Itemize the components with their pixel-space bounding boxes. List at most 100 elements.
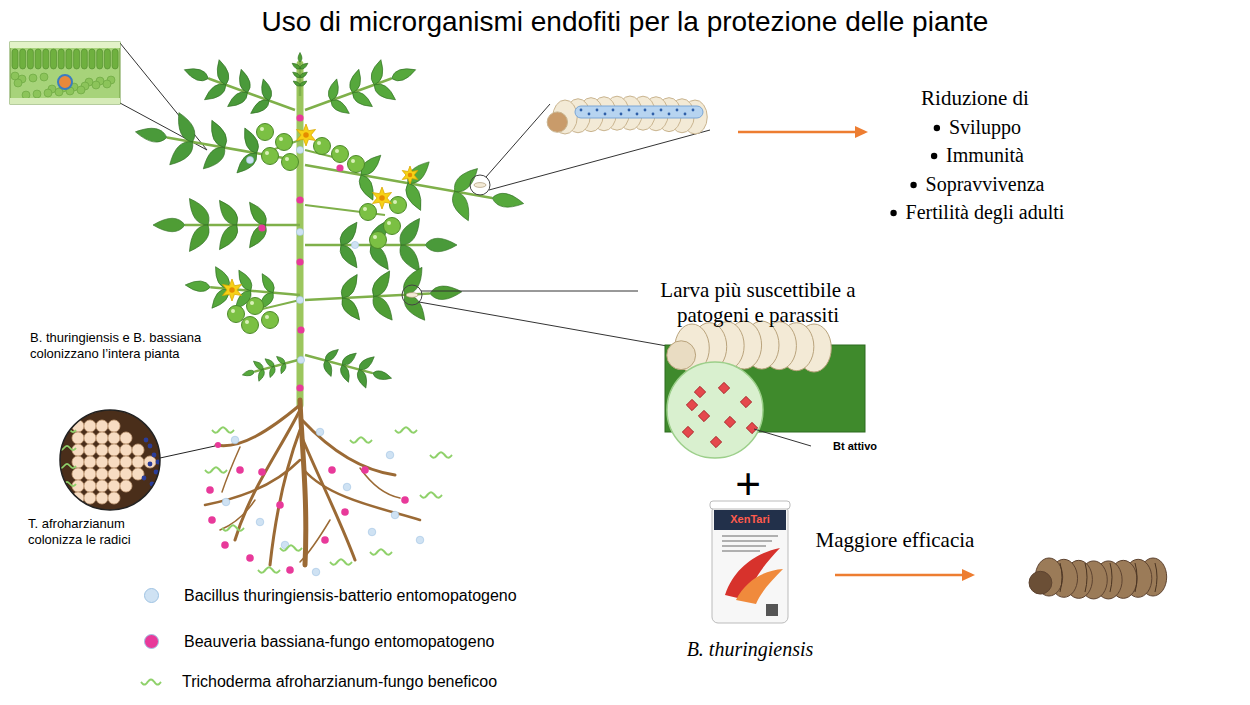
spongy-cell xyxy=(92,81,100,89)
tomato xyxy=(282,154,299,171)
trichoderma-wave xyxy=(430,452,452,457)
leaf-cuticle xyxy=(10,42,120,48)
leaflet xyxy=(201,80,229,104)
tomato-highlight xyxy=(245,320,249,324)
bacillus-dot xyxy=(316,428,324,436)
tomato xyxy=(360,204,377,221)
spongy-cell xyxy=(40,73,48,81)
leaflet xyxy=(184,195,214,229)
spongy-cell xyxy=(33,90,41,98)
flower xyxy=(296,124,315,146)
bt-crystal xyxy=(746,422,757,433)
root-cell xyxy=(120,444,132,456)
beauveria-dot xyxy=(296,196,303,203)
roots xyxy=(205,400,452,576)
spongy-cell xyxy=(77,86,85,94)
palisade-cell xyxy=(89,49,95,69)
leaflet xyxy=(258,271,277,295)
leaflet xyxy=(214,58,231,86)
leader-line xyxy=(489,130,710,190)
tomato xyxy=(247,298,264,315)
leaflet xyxy=(491,191,525,210)
reduction-item: Sviluppo xyxy=(855,115,1115,139)
leaf-section-bg xyxy=(10,42,120,104)
gut-bacteria xyxy=(596,109,599,112)
tomato xyxy=(276,134,293,151)
beauveria-dot xyxy=(276,501,284,509)
trichoderma-wave xyxy=(258,567,280,572)
palisade-cell xyxy=(74,49,80,69)
wrinkle xyxy=(1085,563,1087,592)
trichoderma-wave xyxy=(212,427,234,432)
zoom-circle xyxy=(470,175,490,195)
bt-crystal xyxy=(710,436,721,447)
beauveria-dot xyxy=(296,384,303,391)
root-cell xyxy=(120,456,132,468)
leaflet xyxy=(326,78,341,102)
leaflet xyxy=(449,189,475,224)
leaflet xyxy=(214,221,242,253)
trichoderma-wave xyxy=(222,525,244,530)
bt-crystal xyxy=(694,386,705,397)
spongy-cell xyxy=(44,89,52,97)
leaflet xyxy=(259,78,274,102)
reduction-heading: Riduzione di xyxy=(855,86,1095,111)
palisade-cell xyxy=(51,49,57,69)
leaflet xyxy=(299,62,309,71)
tomato-highlight xyxy=(393,200,397,204)
leaflet xyxy=(291,62,301,71)
tomato-highlight xyxy=(335,149,339,153)
bacillus-dot xyxy=(368,528,376,536)
trichoderma-wave xyxy=(330,559,352,564)
jar-body xyxy=(712,505,788,623)
tomato-plant xyxy=(134,52,525,405)
leaflet xyxy=(372,369,393,382)
gut-bacteria xyxy=(652,113,655,116)
diagram-title: Uso di microrganismi endofiti per la pro… xyxy=(0,5,1250,39)
tomato xyxy=(262,148,279,165)
tomato-highlight xyxy=(260,127,264,131)
arrow-shaft xyxy=(738,131,858,134)
leader-line xyxy=(419,302,667,346)
leaflet xyxy=(256,368,265,382)
root-cell xyxy=(108,480,120,492)
root-cell xyxy=(84,492,96,504)
plus-sign: + xyxy=(718,462,778,506)
leaflet xyxy=(134,125,168,144)
root-cell xyxy=(120,468,132,480)
bt-crystal xyxy=(718,382,729,393)
beauveria-dot xyxy=(221,541,229,549)
leaflet xyxy=(245,199,271,229)
root-zoom xyxy=(55,405,221,515)
legend-dot xyxy=(144,588,159,603)
spongy-cell xyxy=(22,91,30,99)
gut-bacteria xyxy=(660,109,663,112)
beauveria-dot xyxy=(336,164,343,171)
root-cell xyxy=(132,456,144,468)
leaflet xyxy=(450,164,482,196)
leaflet xyxy=(279,363,287,375)
bacillus-dot xyxy=(296,296,303,303)
leader-line xyxy=(754,429,811,446)
bacillus-dot xyxy=(416,536,424,544)
leaflet xyxy=(369,293,397,324)
tiny-larva xyxy=(474,183,486,188)
leader-line xyxy=(160,446,215,458)
leaflet xyxy=(323,347,341,363)
root-note: T. afroharzianum colonizza le radici xyxy=(28,516,163,547)
palisade-cell xyxy=(97,49,103,69)
beauveria-dot xyxy=(297,326,304,333)
beauveria-dot xyxy=(296,114,303,121)
dead-larva xyxy=(1029,558,1167,599)
legend-row: Bacillus thuringiensis-batterio entomopa… xyxy=(140,586,517,605)
leaflet xyxy=(245,222,271,252)
beauveria-dot xyxy=(258,468,266,476)
leader-line xyxy=(421,291,638,292)
flower xyxy=(222,279,241,301)
leaflet xyxy=(165,137,197,169)
leaflet xyxy=(336,242,362,272)
palisade-cell xyxy=(104,49,110,69)
gut-bacteria xyxy=(612,109,615,112)
bullet xyxy=(910,182,916,188)
leaflet xyxy=(355,368,370,389)
